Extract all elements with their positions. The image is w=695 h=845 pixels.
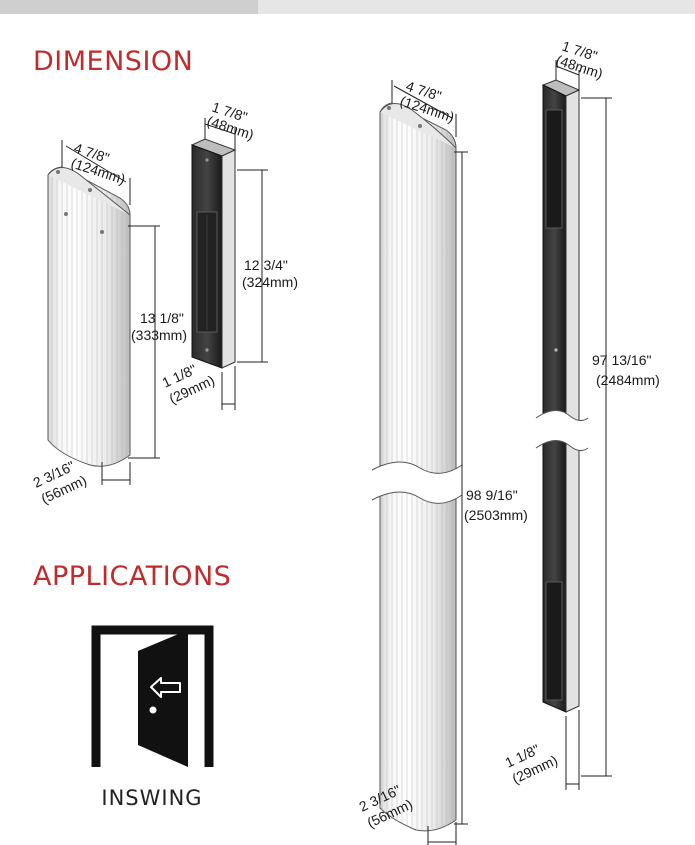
top-banner [0, 0, 695, 14]
tall-housing-height-in: 98 9/16" [466, 487, 518, 503]
short-magnet-height-mm: (324mm) [242, 274, 298, 290]
short-magnet-drawing [190, 138, 237, 369]
short-housing-height-in: 13 1/8" [140, 310, 184, 326]
short-housing-height-mm: (333mm) [131, 327, 187, 343]
short-housing-dimensions [61, 140, 160, 485]
tall-housing-drawing [371, 102, 463, 832]
tall-magnet-height-in: 97 13/16" [592, 352, 651, 368]
tall-housing-height-mm: (2503mm) [464, 507, 528, 523]
top-banner-accent [0, 0, 258, 14]
tall-magnet-drawing [535, 79, 589, 713]
applications-heading: APPLICATIONS [33, 561, 232, 592]
tall-magnet-height-mm: (2484mm) [596, 372, 660, 388]
tall-magnet-dimensions [555, 60, 612, 790]
short-magnet-height-in: 12 3/4" [244, 257, 288, 273]
dimension-heading: DIMENSION [33, 46, 194, 77]
inswing-door-icon [91, 625, 214, 767]
short-magnet-dimensions [204, 118, 268, 410]
tall-housing-dimensions [391, 80, 468, 845]
inswing-label: INSWING [101, 786, 203, 810]
short-housing-drawing [47, 166, 131, 467]
